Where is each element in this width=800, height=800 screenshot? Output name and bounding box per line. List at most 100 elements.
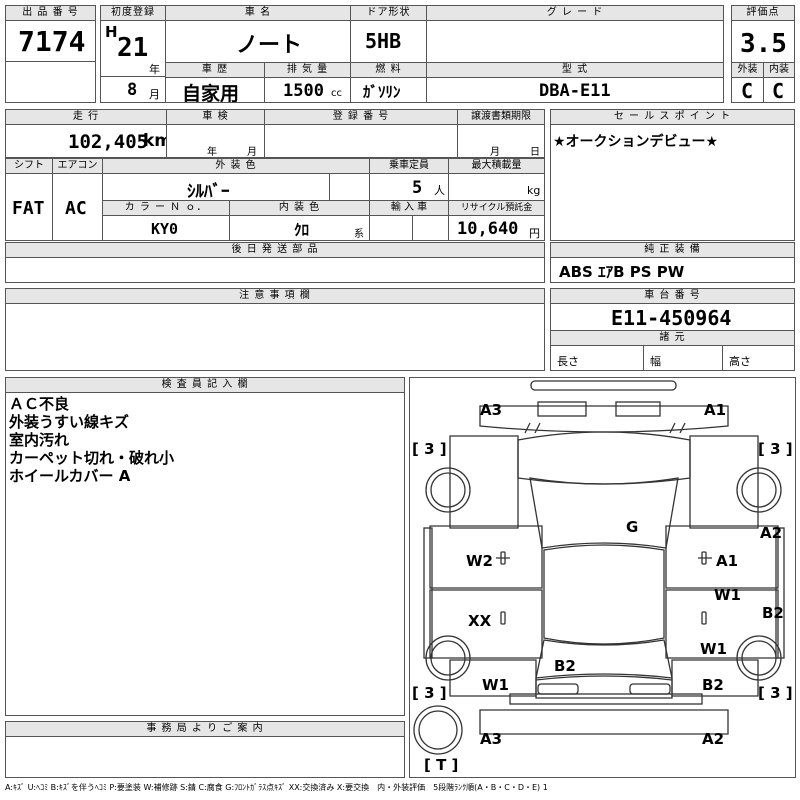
roof — [543, 544, 665, 645]
era: H — [105, 23, 118, 41]
capacity-header: 乗車定員 — [369, 158, 449, 174]
import-cell-extra — [412, 215, 449, 241]
rear-right-quarter — [671, 659, 759, 697]
import-cell — [369, 215, 413, 241]
displacement-header: 排 気 量 — [264, 62, 351, 78]
year-unit: 年 — [149, 63, 160, 76]
first-reg-header: 初度登録 — [100, 5, 166, 21]
color-cell: ｼﾙﾊﾞｰ — [102, 173, 330, 201]
front-right-fender — [689, 435, 759, 529]
displacement-unit: cc — [331, 88, 342, 99]
color: ｼﾙﾊﾞｰ — [187, 182, 230, 201]
equipment: ABS ｴｱB PS PW — [559, 263, 685, 281]
mileage-header: 走 行 — [5, 109, 167, 125]
sales-point-cell: ★オークションデビュー★ — [550, 124, 795, 241]
shift-cell: FAT — [5, 173, 53, 241]
chassis-no-header: 車 台 番 号 — [550, 288, 795, 304]
damage-w1-right-rear: W1 — [700, 640, 727, 658]
max-load-cell: kg — [448, 173, 545, 201]
damage-w1-left-rear: W1 — [482, 676, 509, 694]
damage-a3-top-left: A3 — [480, 401, 503, 419]
rear-bumper — [479, 709, 729, 735]
color-cell-extra — [329, 173, 370, 201]
fuel-cell: ｶﾞｿﾘﾝ — [350, 77, 427, 103]
damage-w1-right: W1 — [714, 586, 741, 604]
front-left-door — [429, 525, 543, 589]
later-parts-header: 後 日 発 送 部 品 — [5, 242, 545, 258]
mileage-unit: km — [143, 131, 166, 151]
inspector-header: 検 査 員 記 入 欄 — [5, 377, 405, 393]
inspector-note: 室内汚れ — [9, 431, 70, 449]
rear-left-wheel — [425, 635, 471, 681]
first-reg-year-cell: H 21 年 — [100, 20, 166, 77]
tailgate — [535, 675, 673, 699]
inspection-month-unit: 月 — [247, 147, 257, 158]
displacement-cell: 1500 cc — [264, 77, 351, 103]
lot-no-header: 出 品 番 号 — [5, 5, 96, 21]
equipment-cell: ABS ｴｱB PS PW — [550, 257, 795, 283]
front-right-wheel — [736, 467, 782, 513]
damage-w2: W2 — [466, 552, 493, 570]
interior-color: ｸﾛ — [294, 221, 310, 239]
office-header: 事 務 局 よ り ご 案 内 — [5, 721, 405, 737]
later-parts-cell — [5, 257, 545, 283]
aircon: AC — [65, 198, 87, 219]
capacity-cell: 5 人 — [369, 173, 449, 201]
max-load-unit: kg — [527, 184, 541, 197]
capacity: 5 — [412, 178, 423, 198]
door-cell: 5HB — [350, 20, 427, 63]
color-no: KY0 — [151, 220, 179, 238]
shift-header: シフト — [5, 158, 53, 174]
interior-grade: C — [772, 79, 785, 103]
inspection-year-unit: 年 — [207, 147, 217, 158]
front-left-fender — [449, 435, 519, 529]
score-header: 評価点 — [731, 5, 795, 21]
tire-rr-grade: [ 3 ] — [758, 684, 793, 702]
inspector-cell: ＡＣ不良 外装うすい線キズ 室内汚れ カーペット切れ・破れ小 ホイールカバー A — [5, 392, 405, 716]
recycle-unit: 円 — [529, 227, 540, 240]
interior-color-header: 内 装 色 — [229, 200, 370, 216]
shift: FAT — [12, 198, 45, 219]
width-cell: 幅 — [643, 345, 723, 371]
import-header: 輸 入 車 — [369, 200, 449, 216]
rear-right-wheel — [736, 635, 782, 681]
score-cell: 3.5 — [731, 20, 795, 63]
damage-a1-right-door: A1 — [716, 552, 739, 570]
history: 自家用 — [182, 83, 240, 103]
damage-a3-bottom-left: A3 — [480, 730, 503, 748]
recycle-cell: 10,640 円 — [448, 215, 545, 241]
office-cell — [5, 736, 405, 778]
windshield — [529, 477, 679, 549]
first-reg-month-cell: 8 月 — [100, 76, 166, 103]
front-left-wheel — [425, 467, 471, 513]
max-load-header: 最大積載量 — [448, 158, 545, 174]
tire-rl-grade: [ 3 ] — [412, 684, 447, 702]
exterior-header: 外装 — [731, 62, 764, 78]
history-header: 車 歴 — [165, 62, 265, 78]
model-cell: DBA-E11 — [426, 77, 724, 103]
rear-left-quarter — [449, 659, 537, 697]
recycle: 10,640 — [457, 219, 519, 239]
dimensions-header: 諸 元 — [550, 330, 795, 346]
model: DBA-E11 — [539, 81, 611, 101]
damage-b2-right: B2 — [762, 604, 784, 622]
interior-color-cell: ｸﾛ 系 — [229, 215, 370, 241]
notes-cell — [5, 303, 545, 371]
score: 3.5 — [740, 29, 787, 59]
hood — [517, 431, 691, 485]
length-cell: 長さ — [550, 345, 644, 371]
transfer-month-unit: 月 — [490, 147, 500, 158]
length-label: 長さ — [557, 355, 579, 368]
car-name: ノート — [236, 33, 303, 58]
car-diagram — [413, 380, 785, 755]
month-unit: 月 — [149, 88, 160, 101]
exterior-grade: C — [741, 79, 754, 103]
transfer-deadline-header: 譲渡書類期限 — [457, 109, 545, 125]
lot-no-cell: 7174 — [5, 20, 96, 62]
color-header: 外 装 色 — [102, 158, 370, 174]
damage-legend: A:ｷｽﾞ U:ﾍｺﾐ B:ｷｽﾞを伴うﾍｺﾐ P:要塗装 W:補修跡 S:錆 … — [5, 783, 548, 792]
inspector-note: 外装うすい線キズ — [9, 413, 130, 431]
interior-color-suffix: 系 — [354, 229, 364, 240]
inspection-cell: 年 月 — [166, 124, 265, 158]
grade-header: グ レ ー ド — [426, 5, 724, 21]
